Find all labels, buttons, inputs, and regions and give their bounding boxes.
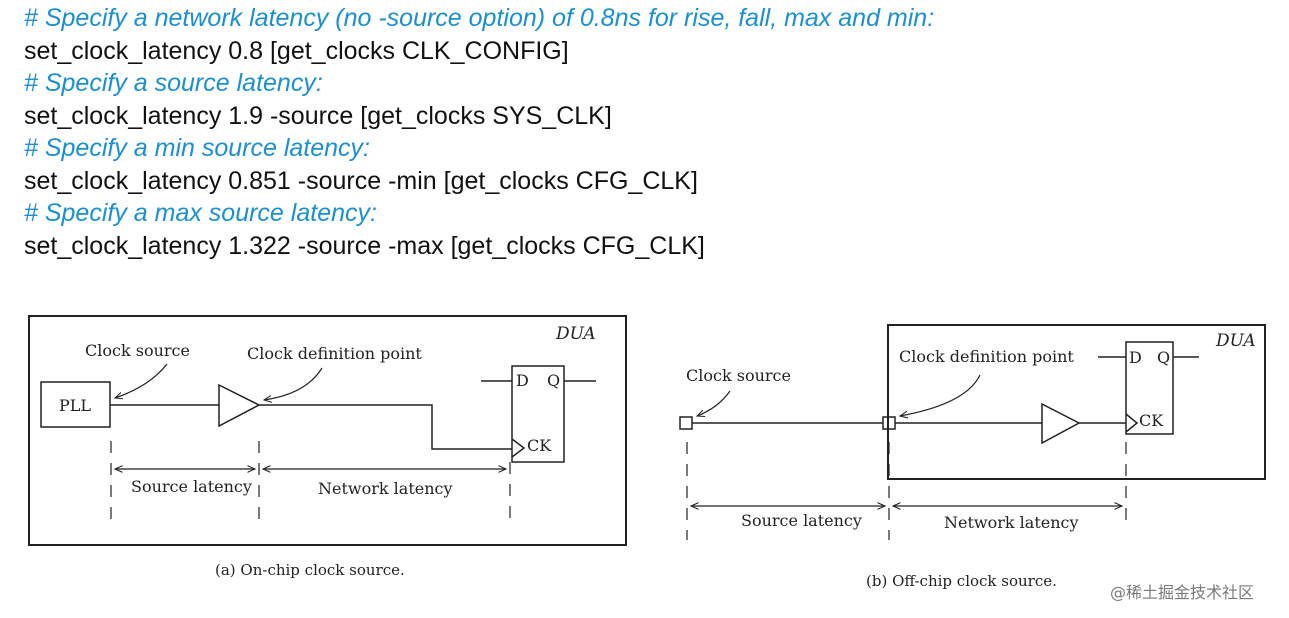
clock-source-pointer-a: [115, 363, 168, 398]
ff-q-label-b: Q: [1157, 348, 1170, 367]
clock-buffer-b: [1041, 402, 1081, 445]
code-comment-network-latency: # Specify a network latency (no -source …: [24, 4, 935, 32]
clock-definition-pointer-a: [264, 367, 323, 400]
code-command-source-latency: set_clock_latency 1.9 -source [get_clock…: [24, 101, 612, 130]
flip-flop-b: [1125, 341, 1174, 435]
clock-source-pin-b: [679, 416, 693, 430]
network-latency-label-b: Network latency: [944, 513, 1079, 532]
clock-wire-a: [110, 404, 512, 450]
pll-label: PLL: [59, 396, 91, 415]
clock-source-label-a: Clock source: [85, 341, 190, 360]
clock-buffer-a: [218, 383, 261, 428]
dua-boundary-b: [887, 324, 1266, 480]
clock-definition-label-a: Clock definition point: [247, 344, 422, 363]
clock-source-pointer-b: [697, 390, 731, 416]
clock-definition-pointer-b: [900, 374, 981, 416]
source-latency-label-b: Source latency: [741, 511, 862, 530]
ff-d-label-b: D: [1129, 348, 1142, 367]
ff-clock-notch-b: [1125, 413, 1139, 433]
clock-definition-label-b: Clock definition point: [899, 347, 1074, 366]
source-latency-label-a: Source latency: [131, 477, 252, 496]
code-command-max-source-latency: set_clock_latency 1.322 -source -max [ge…: [24, 231, 705, 260]
code-command-network-latency: set_clock_latency 0.8 [get_clocks CLK_CO…: [24, 36, 569, 65]
network-latency-label-a: Network latency: [318, 479, 453, 498]
code-comment-source-latency: # Specify a source latency:: [24, 69, 323, 97]
code-comment-max-source-latency: # Specify a max source latency:: [24, 199, 377, 227]
diagram-b: DUA D Q CK Clock source Clock definition…: [679, 324, 1266, 590]
ff-clock-notch-a: [511, 438, 526, 458]
flip-flop-a: [511, 365, 565, 463]
code-comment-min-source-latency: # Specify a min source latency:: [24, 134, 370, 162]
clock-source-label-b: Clock source: [686, 366, 791, 385]
ff-q-label-a: Q: [547, 371, 560, 390]
ff-d-label-a: D: [516, 371, 529, 390]
dua-boundary-a: [28, 315, 627, 546]
caption-a: (a) On-chip clock source.: [215, 561, 405, 579]
caption-b: (b) Off-chip clock source.: [866, 572, 1057, 590]
ff-ck-label-a: CK: [527, 436, 552, 455]
ff-ck-label-b: CK: [1139, 411, 1164, 430]
dua-label-a: DUA: [555, 324, 596, 344]
code-block: # Specify a network latency (no -source …: [24, 2, 1264, 262]
diagram-a: DUA PLL D Q CK Clock source Clock defini…: [28, 315, 627, 579]
watermark: @稀土掘金技术社区: [1110, 583, 1255, 602]
dua-label-b: DUA: [1215, 331, 1256, 351]
code-command-min-source-latency: set_clock_latency 0.851 -source -min [ge…: [24, 166, 698, 195]
